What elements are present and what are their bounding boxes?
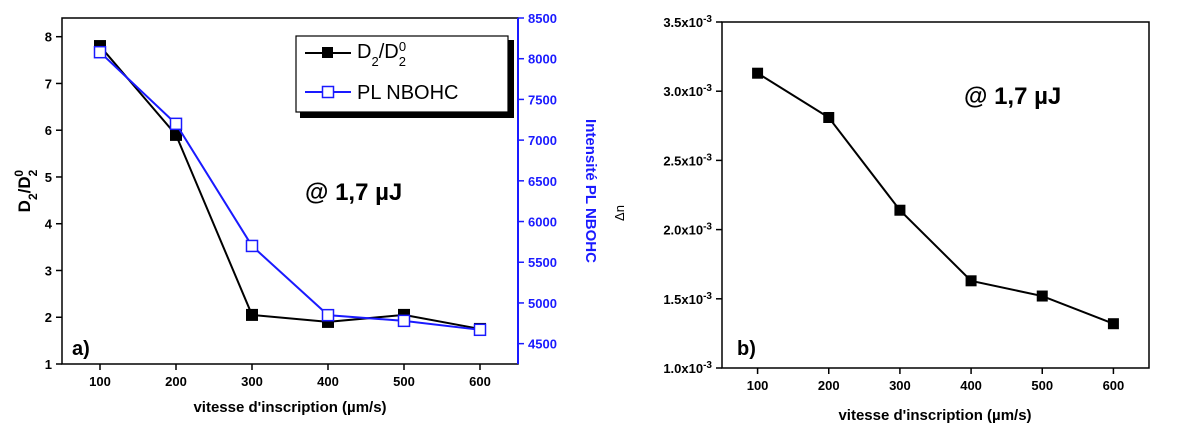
legend-label-d2: D2/D20 (357, 39, 406, 69)
panel-a-x-tick-label: 100 (89, 374, 111, 389)
panel-a-series-2-line (99, 51, 481, 331)
panel-a-y2-tick-label: 4500 (528, 337, 557, 352)
panel-a-series-2-point (169, 117, 183, 131)
panel-a-series (93, 40, 487, 337)
panel-b-x-tick-label: 200 (818, 378, 840, 393)
panel-b-series-point (823, 111, 835, 123)
panel-a-y2-tick-label: 7000 (528, 133, 557, 148)
legend-marker-d2 (322, 47, 333, 58)
panel-b-y-tick-label: 3.5x10-3 (663, 14, 712, 31)
panel-b-series-point (752, 67, 764, 79)
panel-a-legend: D2/D20 PL NBOHC (295, 35, 514, 118)
panel-a-y2-tick-label: 5500 (528, 255, 557, 270)
panel-b-series-point (1036, 290, 1048, 302)
panel-a-series-2-point (245, 239, 259, 253)
panel-a-y-tick-label: 7 (45, 76, 52, 91)
panel-b-y-tick-label: 3.0x10-3 (663, 83, 712, 100)
panel-a-y-tick-label: 4 (45, 217, 53, 232)
panel-a-y-tick-label: 8 (45, 30, 52, 45)
panel-a-y2-tick-label: 6000 (528, 215, 557, 230)
panel-a-label: a) (72, 338, 90, 360)
panel-b-series-point (1107, 318, 1119, 330)
panel-b-x-tick-label: 600 (1103, 378, 1125, 393)
legend-marker-pl (321, 85, 335, 99)
panel-a-y2-tick-label: 6500 (528, 174, 557, 189)
panel-a-y-tick-label: 5 (45, 170, 52, 185)
panel-b-x-tick-label: 100 (747, 378, 769, 393)
panel-b-y-tick-label: 2.5x10-3 (663, 152, 712, 169)
panel-b-annotation: @ 1,7 µJ (964, 83, 1061, 110)
panel-a-x-ticks: 100 200 300 400 500 600 (89, 364, 491, 389)
panel-b-y-tick-label: 1.5x10-3 (663, 290, 712, 307)
panel-a-y-ticks: 1 2 3 4 5 6 7 8 (45, 30, 62, 372)
panel-b: 100 200 300 400 500 600 1.0x10-3 1.5x10-3 2.0x1… (612, 14, 1150, 424)
panel-a-x-tick-label: 300 (241, 374, 263, 389)
panel-b-x-tick-label: 300 (889, 378, 911, 393)
panel-a-x-axis-title: vitesse d'inscription (µm/s) (193, 399, 386, 416)
panel-a-series-2-point (93, 45, 107, 59)
panel-b-series-point (894, 204, 906, 216)
panel-a-y2-ticks: 4500 5000 5500 6000 6500 7000 7500 8000 8500 (518, 11, 557, 352)
legend-label-pl: PL NBOHC (357, 82, 459, 104)
panel-b-y-axis-title: Δn (612, 205, 627, 221)
panel-b-series (752, 67, 1119, 330)
panel-a: 100 200 300 400 500 600 1 2 3 4 5 6 7 8 4500 5000 5500… (12, 11, 599, 416)
panel-a-x-tick-label: 600 (469, 374, 491, 389)
panel-a-y-tick-label: 6 (45, 123, 52, 138)
panel-a-series-2-point (473, 323, 487, 337)
panel-b-series-line (757, 72, 1114, 325)
panel-b-frame (721, 21, 1150, 369)
panel-a-y-tick-label: 1 (45, 357, 52, 372)
panel-b-x-tick-label: 500 (1031, 378, 1053, 393)
panel-a-y2-tick-label: 8000 (528, 52, 557, 67)
panel-b-x-tick-label: 400 (960, 378, 982, 393)
panel-a-y2-tick-label: 8500 (528, 11, 557, 26)
panel-a-x-tick-label: 400 (317, 374, 339, 389)
panel-a-x-tick-label: 200 (165, 374, 187, 389)
panel-a-x-tick-label: 500 (393, 374, 415, 389)
panel-a-y-tick-label: 2 (45, 310, 52, 325)
panel-a-series-1-point (170, 128, 182, 141)
panel-b-x-axis-title: vitesse d'inscription (µm/s) (838, 407, 1031, 424)
panel-b-y-tick-label: 1.0x10-3 (663, 360, 712, 377)
panel-b-series-point (965, 275, 977, 287)
panel-a-y2-axis-title: Intensité PL NBOHC (582, 119, 599, 263)
panel-a-y2-tick-label: 5000 (528, 296, 557, 311)
panel-b-y-ticks: 1.0x10-3 1.5x10-3 2.0x10-3 2.5x10-3 3.0x10-3… (663, 14, 722, 377)
panel-a-y2-tick-label: 7500 (528, 92, 557, 107)
panel-a-series-1-line (99, 45, 481, 330)
panel-b-y-tick-label: 2.0x10-3 (663, 221, 712, 238)
panel-b-x-ticks: 100 200 300 400 500 600 (747, 368, 1125, 393)
panel-b-label: b) (737, 338, 756, 360)
panel-a-y-axis-title: D2/D20 (12, 169, 40, 212)
panel-a-series-1-point (246, 308, 258, 321)
panel-a-series-2-point (397, 314, 411, 328)
panel-a-series-2-point (321, 308, 335, 322)
panel-a-y-tick-label: 3 (45, 263, 52, 278)
panel-a-annotation: @ 1,7 µJ (305, 179, 402, 206)
